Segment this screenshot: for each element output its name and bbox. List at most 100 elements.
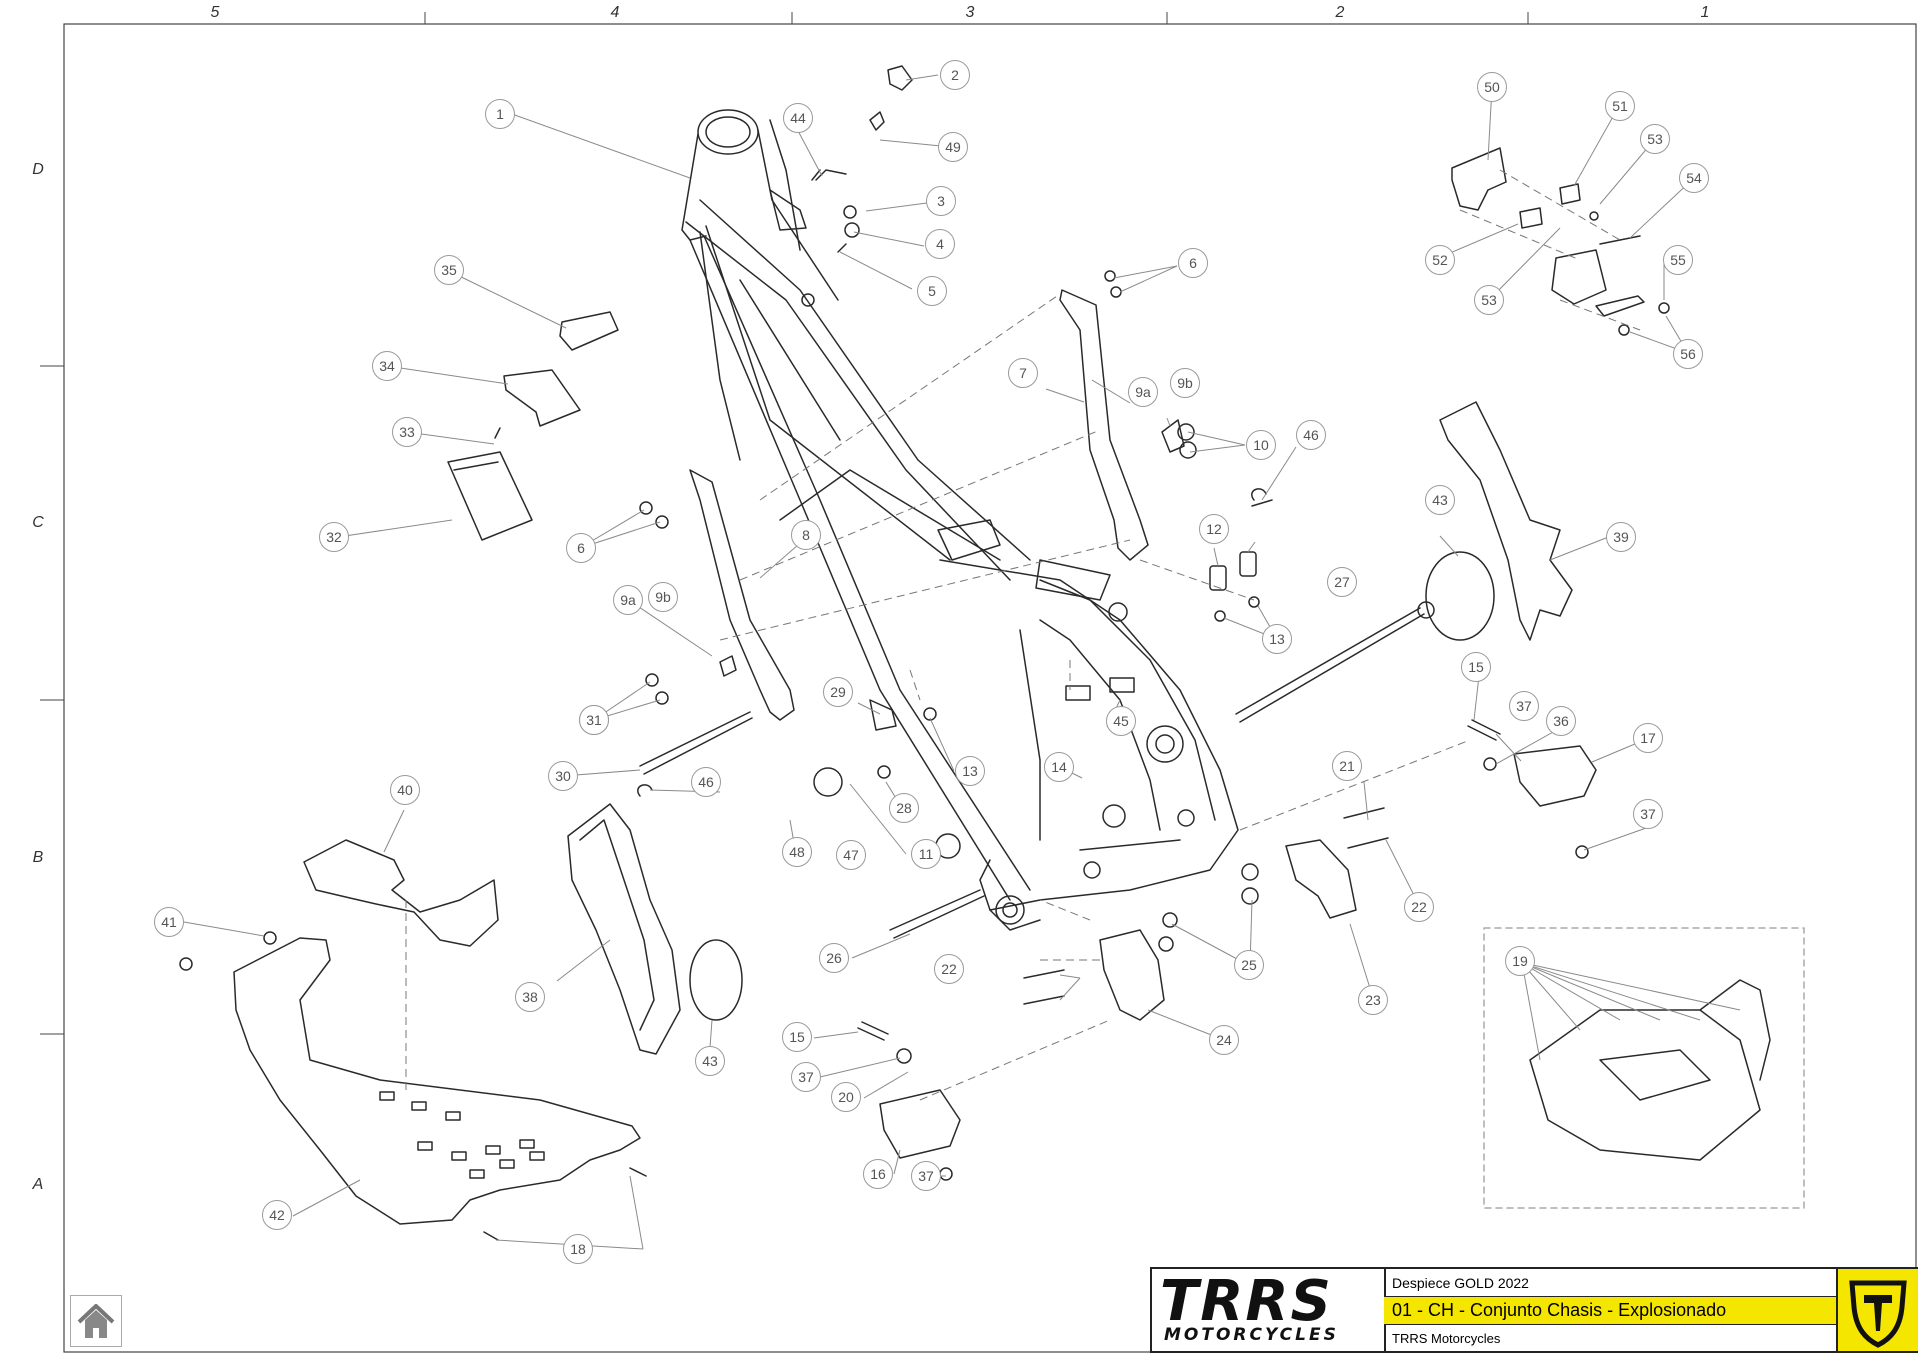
callout: 22 — [1404, 892, 1434, 922]
callout: 44 — [783, 103, 813, 133]
callout: 53 — [1474, 285, 1504, 315]
callout: 54 — [1679, 163, 1709, 193]
callout: 51 — [1605, 91, 1635, 121]
trrs-emblem-icon — [1836, 1269, 1918, 1351]
callout: 38 — [515, 982, 545, 1012]
callout: 40 — [390, 775, 420, 805]
ecu-box — [447, 451, 533, 541]
radiator-guard — [567, 803, 681, 1055]
callout: 37 — [1509, 691, 1539, 721]
subframe-rail-right — [1059, 289, 1149, 561]
callout: 7 — [1008, 358, 1038, 388]
callout: 12 — [1199, 514, 1229, 544]
brand-logo-text: TRRS — [1160, 1269, 1333, 1334]
skid-plate — [233, 937, 641, 1225]
callout: 46 — [1296, 420, 1326, 450]
callout: 37 — [911, 1161, 941, 1191]
row-label: C — [32, 514, 44, 531]
callout: 25 — [1234, 950, 1264, 980]
callout: 34 — [372, 351, 402, 381]
protector-plate — [1439, 401, 1573, 641]
footpeg-bracket-left — [1099, 929, 1165, 1021]
callout: 19 — [1505, 946, 1535, 976]
callout: 5 — [917, 276, 947, 306]
callout: 46 — [691, 767, 721, 797]
callout: 13 — [1262, 624, 1292, 654]
callout: 36 — [1546, 706, 1576, 736]
seat-unit — [303, 839, 499, 947]
gasket-ring — [1425, 551, 1495, 641]
callout: 55 — [1663, 245, 1693, 275]
footpeg-right — [1513, 745, 1597, 807]
callout: 13 — [955, 756, 985, 786]
callout: 48 — [782, 837, 812, 867]
callout: 15 — [1461, 652, 1491, 682]
callout: 37 — [1633, 799, 1663, 829]
callout: 27 — [1327, 567, 1357, 597]
callout: 39 — [1606, 522, 1636, 552]
callout: 26 — [819, 943, 849, 973]
callout: 49 — [938, 132, 968, 162]
callout: 15 — [782, 1022, 812, 1052]
row-label: D — [32, 161, 44, 178]
callout: 1 — [485, 99, 515, 129]
ecu-cover — [559, 311, 619, 351]
callout: 43 — [1425, 485, 1455, 515]
column-label: 5 — [210, 4, 220, 21]
callout: 9a — [1128, 377, 1158, 407]
callout: 32 — [319, 522, 349, 552]
callout: 52 — [1425, 245, 1455, 275]
home-icon — [77, 1304, 115, 1338]
callout: 8 — [791, 520, 821, 550]
chassis-frame — [681, 109, 1239, 931]
callout: 23 — [1358, 985, 1388, 1015]
callout: 17 — [1633, 723, 1663, 753]
title-block: TRRS MOTORCYCLES Despiece GOLD 2022 01 -… — [1150, 1267, 1918, 1353]
footpeg-left — [879, 1089, 961, 1159]
callout: 16 — [863, 1159, 893, 1189]
callout: 43 — [695, 1046, 725, 1076]
callout: 11 — [911, 839, 941, 869]
callout: 6 — [566, 533, 596, 563]
footpeg-bracket-right — [1285, 839, 1357, 919]
detail-view-frame — [1483, 927, 1805, 1209]
engine-bolt — [639, 711, 753, 775]
callout: 20 — [831, 1082, 861, 1112]
leader-lines — [183, 74, 1741, 1250]
callout: 4 — [925, 229, 955, 259]
callout: 14 — [1044, 752, 1074, 782]
home-button[interactable] — [70, 1295, 122, 1347]
row-label: B — [32, 849, 44, 866]
guard-gasket — [689, 939, 743, 1021]
column-label: 4 — [610, 4, 620, 21]
callout: 21 — [1332, 751, 1362, 781]
callout: 24 — [1209, 1025, 1239, 1055]
callout: 22 — [934, 954, 964, 984]
ignition-coil — [1551, 249, 1607, 305]
footpeg-detail — [1529, 1009, 1761, 1161]
callout: 3 — [926, 186, 956, 216]
callout: 53 — [1640, 124, 1670, 154]
column-label: 3 — [965, 4, 975, 21]
document-name: Despiece GOLD 2022 — [1384, 1269, 1836, 1297]
callout: 9b — [1170, 368, 1200, 398]
column-label: 2 — [1335, 4, 1345, 21]
callout: 28 — [889, 793, 919, 823]
row-label: A — [32, 1176, 44, 1193]
callout: 45 — [1106, 706, 1136, 736]
callout: 30 — [548, 761, 578, 791]
coil-bracket — [1451, 147, 1507, 211]
drawing-title: 01 - CH - Conjunto Chasis - Explosionado — [1384, 1297, 1836, 1325]
callout: 47 — [836, 840, 866, 870]
callout: 9b — [648, 582, 678, 612]
callout: 31 — [579, 705, 609, 735]
assembly-lines — [405, 169, 1641, 1101]
callout: 41 — [154, 907, 184, 937]
callout: 56 — [1673, 339, 1703, 369]
brand-logo-subtext: MOTORCYCLES — [1164, 1325, 1339, 1345]
callout: 37 — [791, 1062, 821, 1092]
owner-name: TRRS Motorcycles — [1392, 1330, 1501, 1346]
